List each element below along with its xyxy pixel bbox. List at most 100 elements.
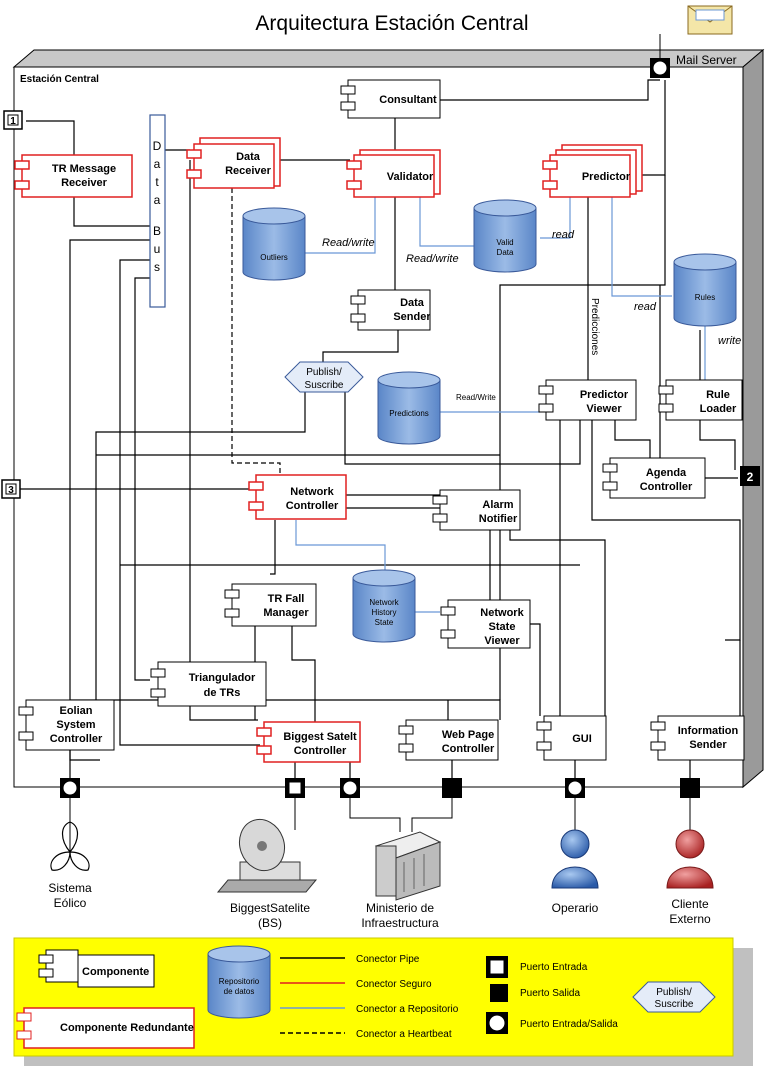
publish-l1: Publish/ xyxy=(306,367,342,378)
legend-redundante: Componente Redundante xyxy=(16,1007,195,1049)
bsc-l2: Controller xyxy=(294,745,347,757)
alarm-l1: Alarm xyxy=(482,499,513,511)
port-ministerio-in[interactable] xyxy=(340,778,360,798)
component-biggest-satelt-controller[interactable] xyxy=(256,721,361,763)
port-2[interactable]: 2 xyxy=(740,466,760,486)
actor-operario: Operario xyxy=(552,901,599,915)
legend-publish: Publish/ Suscribe xyxy=(632,981,716,1013)
mail-server-icon xyxy=(687,5,733,35)
data-bus xyxy=(149,114,166,308)
component-data-sender[interactable]: Data Sender xyxy=(350,289,431,331)
legend-heartbeat: Conector a Heartbeat xyxy=(356,1029,452,1040)
databus-4: B xyxy=(153,224,161,238)
repo-valid-data: Valid Data xyxy=(473,199,537,273)
eolian-l3: Controller xyxy=(50,733,103,745)
component-eolian[interactable]: Eolian System Controller xyxy=(18,699,115,751)
label-predicciones: Predicciones xyxy=(589,298,600,355)
port-biggest[interactable] xyxy=(285,778,305,798)
web-l2: Controller xyxy=(442,743,495,755)
cliente-person-icon xyxy=(666,829,714,889)
repo-nh-l2: History xyxy=(372,608,397,617)
legend-repo-l2: de datos xyxy=(224,987,255,996)
datarec-l1: Data xyxy=(236,151,261,163)
gui-label: GUI xyxy=(572,733,592,745)
data-sender-l1: Data xyxy=(400,297,425,309)
publish-suscribe: Publish/ Suscribe xyxy=(284,361,364,393)
legend-repo: Conector a Repositorio xyxy=(356,1004,459,1015)
component-tr-fall-manager[interactable]: TR Fall Manager xyxy=(224,583,317,627)
rule-loader-l2: Loader xyxy=(700,403,737,415)
label-rw2: Read/write xyxy=(406,253,459,265)
databus-5: u xyxy=(154,242,161,256)
trfall-l1: TR Fall xyxy=(268,593,305,605)
component-consultant[interactable]: Consultant xyxy=(340,79,441,119)
component-alarm-notifier[interactable]: Alarm Notifier xyxy=(432,489,521,531)
port-1-label: 1 xyxy=(10,116,16,127)
repo-nh-l3: State xyxy=(375,618,394,627)
actor-cliente-l2: Externo xyxy=(669,912,711,926)
port-1[interactable]: 1 xyxy=(3,110,23,130)
port-cliente[interactable] xyxy=(680,778,700,798)
info-l1: Information xyxy=(678,725,739,737)
port-3-label: 3 xyxy=(8,485,14,496)
redundant-components xyxy=(14,137,643,763)
component-information-sender[interactable]: Information Sender xyxy=(650,715,745,761)
component-predictor-viewer[interactable]: Predictor Viewer xyxy=(538,379,637,421)
rule-loader-l1: Rule xyxy=(706,389,730,401)
validator-label: Validator xyxy=(387,171,434,183)
component-gui[interactable]: GUI xyxy=(536,715,607,761)
operario-person-icon xyxy=(551,829,599,889)
component-web-page-controller[interactable]: Web Page Controller xyxy=(398,719,499,761)
predictor-viewer-l1: Predictor xyxy=(580,389,629,401)
databus-1: a xyxy=(154,157,161,171)
actor-sistema-l1: Sistema xyxy=(48,881,92,895)
port-ministerio-out[interactable] xyxy=(442,778,462,798)
agenda-l1: Agenda xyxy=(646,467,687,479)
repo-outliers-label: Outliers xyxy=(260,253,288,262)
port-operario[interactable] xyxy=(565,778,585,798)
legend-repo-l1: Repositorio xyxy=(219,977,260,986)
legend-componente: Componente xyxy=(38,949,155,988)
repo-predictions-label: Predictions xyxy=(389,409,429,418)
triang-l2: de TRs xyxy=(204,687,241,699)
nsv-l2: State xyxy=(489,621,516,633)
label-rw3: Read/Write xyxy=(456,393,496,402)
component-network-controller[interactable] xyxy=(248,474,347,520)
alarm-l2: Notifier xyxy=(479,513,518,525)
component-rule-loader[interactable]: Rule Loader xyxy=(658,379,743,421)
system-box-side xyxy=(742,48,764,789)
nsv-l1: Network xyxy=(480,607,524,619)
legend-es: Puerto Entrada/Salida xyxy=(520,1019,618,1030)
satellite-dish-icon xyxy=(216,818,318,893)
databus-3: a xyxy=(154,193,161,207)
component-tr-message-receiver[interactable] xyxy=(14,154,133,198)
component-network-state-viewer[interactable]: Network State Viewer xyxy=(440,599,531,649)
server-building-icon xyxy=(374,831,442,901)
label-read1: read xyxy=(552,229,575,241)
legend-publish-l2: Suscribe xyxy=(655,999,694,1010)
port-eolian[interactable] xyxy=(60,778,80,798)
component-triangulador[interactable]: Triangulador de TRs xyxy=(150,661,267,707)
predictor-viewer-l2: Viewer xyxy=(586,403,622,415)
actor-links xyxy=(69,798,691,852)
data-bus-letters: D a t a B u s xyxy=(153,139,162,274)
wind-turbine-icon xyxy=(50,821,90,871)
actor-ministerio-l2: Infraestructura xyxy=(361,916,439,930)
label-write: write xyxy=(718,335,741,347)
label-read2: read xyxy=(634,301,657,313)
component-predictor[interactable] xyxy=(542,144,643,198)
bsc-l1: Biggest Satelt xyxy=(283,731,357,743)
port-mail[interactable] xyxy=(650,58,670,78)
databus-0: D xyxy=(153,139,162,153)
component-validator[interactable] xyxy=(346,149,441,198)
port-3[interactable]: 3 xyxy=(1,479,21,499)
netctrl-l1: Network xyxy=(290,486,334,498)
component-agenda-controller[interactable]: Agenda Controller xyxy=(602,457,706,499)
repo-rules: Rules xyxy=(673,253,737,327)
netctrl-l2: Controller xyxy=(286,500,339,512)
trmsg-l2: Receiver xyxy=(61,177,108,189)
eolian-l2: System xyxy=(56,719,95,731)
component-data-receiver[interactable] xyxy=(186,137,281,189)
